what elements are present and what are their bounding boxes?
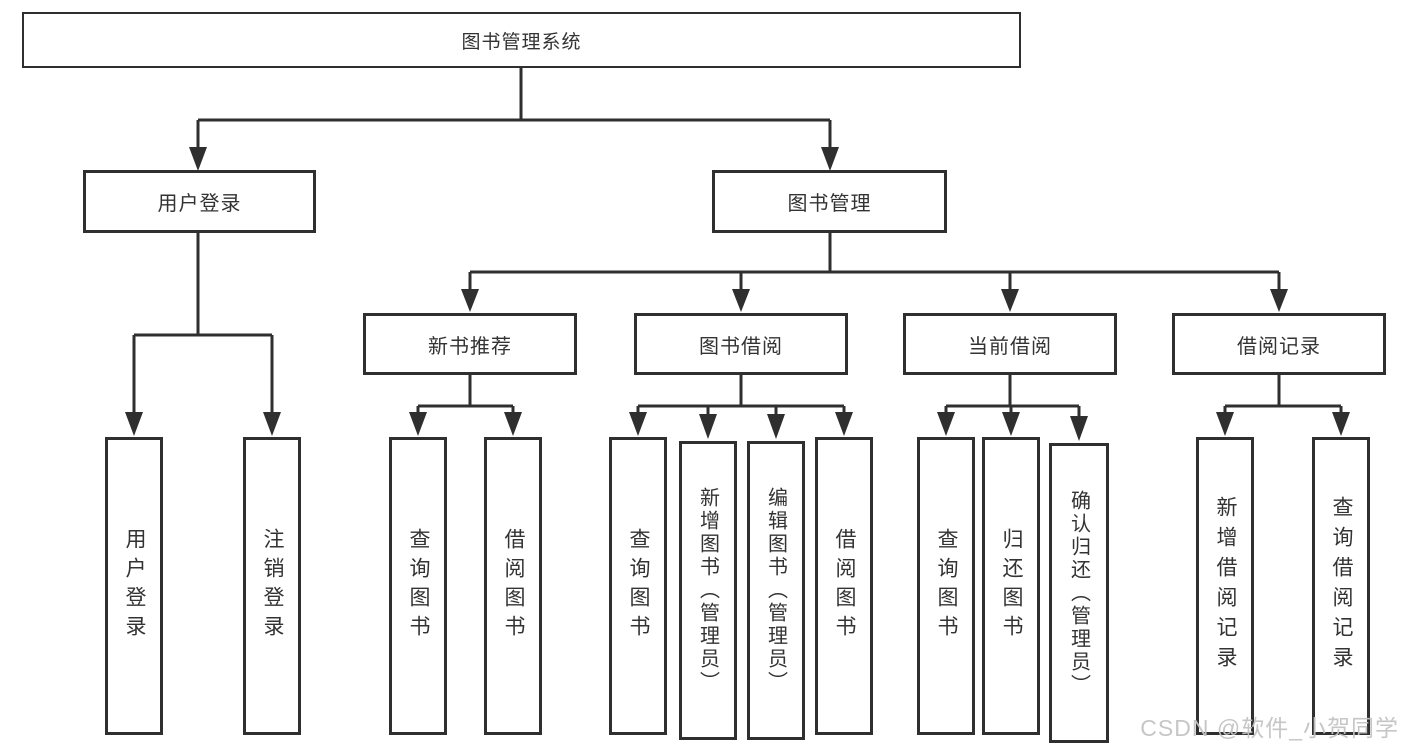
tree-edges <box>132 68 1343 417</box>
branch-new-book-recommend: 新书推荐 <box>363 313 577 375</box>
leaf-confirm-return-admin: 确认归还（管理员） <box>1049 443 1109 743</box>
leaf-return-books: 归还图书 <box>982 437 1040 735</box>
branch-book-management: 图书管理 <box>712 170 947 233</box>
leaf-borrow-books-recommend: 借阅图书 <box>484 437 542 735</box>
leaf-query-books-current: 查询图书 <box>917 437 975 735</box>
watermark: CSDN @软件_小贺同学 <box>1140 715 1399 741</box>
branch-book-borrow: 图书借阅 <box>634 313 848 375</box>
leaf-add-book-admin: 新增图书（管理员） <box>679 441 737 740</box>
branch-borrow-records: 借阅记录 <box>1172 313 1386 375</box>
leaf-logout: 注销登录 <box>243 437 301 735</box>
branch-user-login: 用户登录 <box>83 170 316 233</box>
leaf-query-books-recommend: 查询图书 <box>389 437 447 735</box>
branch-current-borrow: 当前借阅 <box>903 313 1117 375</box>
leaf-add-borrow-record: 新增借阅记录 <box>1196 437 1254 735</box>
leaf-edit-book-admin: 编辑图书（管理员） <box>747 441 805 740</box>
leaf-query-books-borrow: 查询图书 <box>609 437 667 735</box>
node-root: 图书管理系统 <box>22 12 1021 68</box>
leaf-user-login: 用户登录 <box>105 437 163 735</box>
leaf-query-borrow-record: 查询借阅记录 <box>1312 437 1370 735</box>
leaf-borrow-books: 借阅图书 <box>815 437 873 735</box>
arrowhead-icons <box>125 147 1350 441</box>
